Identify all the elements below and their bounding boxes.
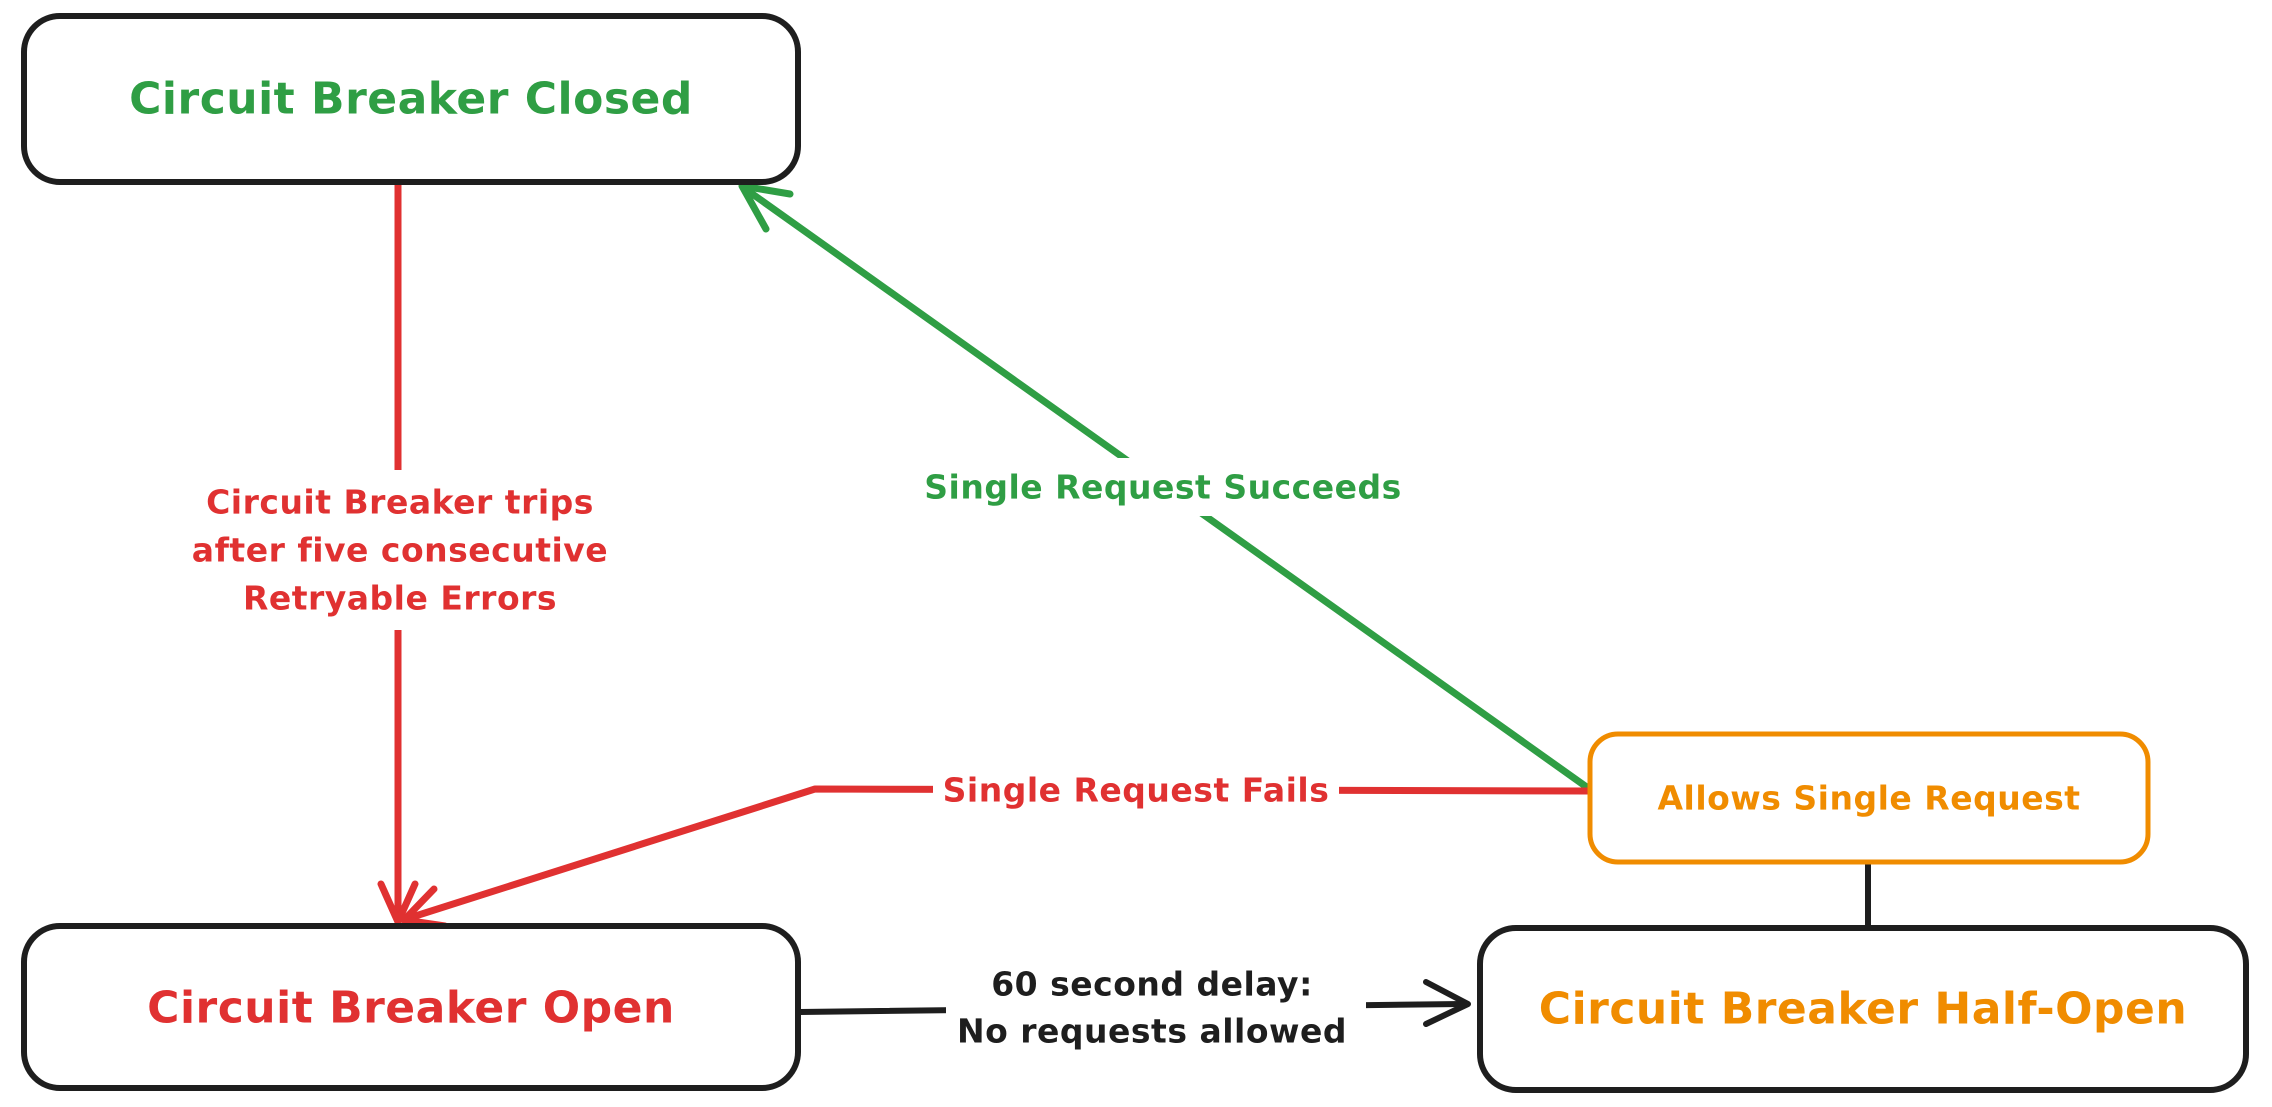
edge-trip-label: Circuit Breaker trips after five consecu… xyxy=(172,470,628,630)
edge-trip-label-line2: after five consecutive xyxy=(192,531,608,570)
node-open-label: Circuit Breaker Open xyxy=(147,983,675,1034)
node-half-open: Circuit Breaker Half-Open xyxy=(1477,925,2249,1093)
edge-fails-label-bg xyxy=(933,761,1339,819)
edge-trip-label-line3: Retryable Errors xyxy=(243,579,557,618)
node-closed-box xyxy=(21,13,801,185)
node-half-open-label: Circuit Breaker Half-Open xyxy=(1539,984,2187,1035)
edge-succeeds-label-text: Single Request Succeeds xyxy=(924,468,1401,507)
edge-delay-label-bg xyxy=(946,954,1366,1058)
edge-trip-label-line1: Circuit Breaker trips xyxy=(206,483,594,522)
node-allows-single-request-label: Allows Single Request xyxy=(1657,779,2080,818)
node-open: Circuit Breaker Open xyxy=(21,923,801,1091)
node-allows-single-request-box xyxy=(1587,731,2151,865)
edge-fails-label-text: Single Request Fails xyxy=(943,771,1330,810)
edge-succeeds-label-bg xyxy=(918,458,1408,516)
edge-delay-label: 60 second delay: No requests allowed xyxy=(946,954,1366,1058)
node-closed-label: Circuit Breaker Closed xyxy=(129,74,693,125)
edge-delay-label-line2: No requests allowed xyxy=(957,1012,1347,1051)
node-open-box xyxy=(21,923,801,1091)
edge-delay-arrowhead-icon xyxy=(1423,979,1471,1027)
node-half-open-box xyxy=(1477,925,2249,1093)
edge-trip-arrowhead-icon xyxy=(377,880,419,926)
node-allows-single-request: Allows Single Request xyxy=(1587,731,2151,865)
edge-succeeds-label: Single Request Succeeds xyxy=(918,458,1408,516)
edge-trip-label-bg xyxy=(172,470,628,630)
edge-delay-label-line1: 60 second delay: xyxy=(991,965,1313,1004)
edge-succeeds-arrowhead-icon xyxy=(738,182,794,233)
node-closed: Circuit Breaker Closed xyxy=(21,13,801,185)
edge-fails-label: Single Request Fails xyxy=(933,761,1339,819)
